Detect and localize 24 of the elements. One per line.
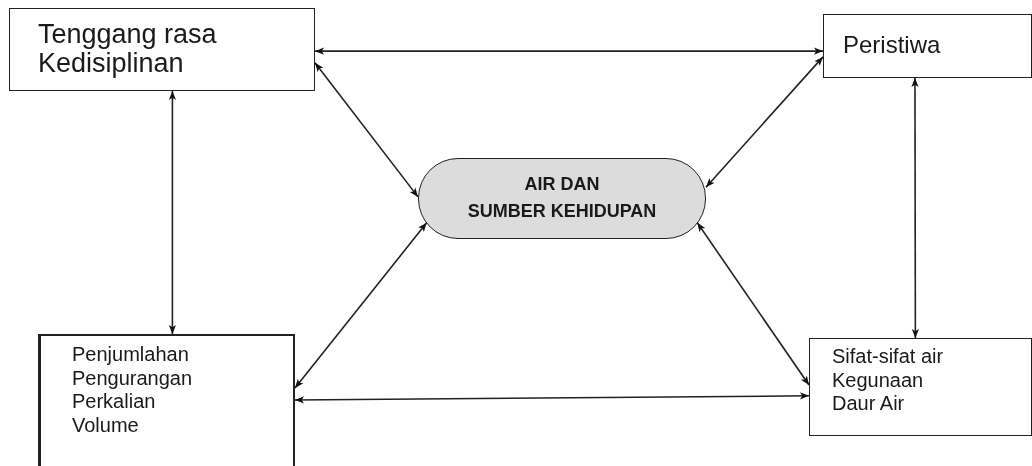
topic-item: Kedisiplinan — [38, 49, 185, 78]
topic-item: Perkalian — [72, 390, 157, 414]
topic-item: Kegunaan — [832, 368, 925, 392]
double-headed-arrow — [705, 56, 824, 188]
double-headed-arrow — [314, 62, 419, 198]
topic-item: Penjumlahan — [72, 343, 190, 367]
topic-box — [809, 338, 1032, 436]
double-headed-arrow — [294, 392, 810, 404]
rounded-topic-box — [418, 158, 706, 239]
topic-item: Peristiwa — [843, 31, 942, 59]
topic-title: AIR DAN SUMBER KEHIDUPAN — [466, 173, 658, 223]
topic-item: Volume — [72, 413, 140, 437]
topic-item: Sifat-sifat air — [832, 345, 945, 369]
topic-item: Daur Air — [832, 392, 906, 416]
double-headed-arrow — [911, 77, 919, 339]
double-headed-arrow — [168, 90, 176, 335]
topic-box — [823, 14, 1032, 78]
topic-item: Pengurangan — [72, 366, 194, 390]
topic-item: Tenggang rasa — [38, 20, 218, 49]
double-headed-arrow — [314, 47, 824, 55]
double-headed-arrow — [696, 222, 810, 386]
double-headed-arrow — [294, 222, 428, 389]
topic-box — [9, 8, 315, 91]
topic-box — [38, 334, 295, 466]
